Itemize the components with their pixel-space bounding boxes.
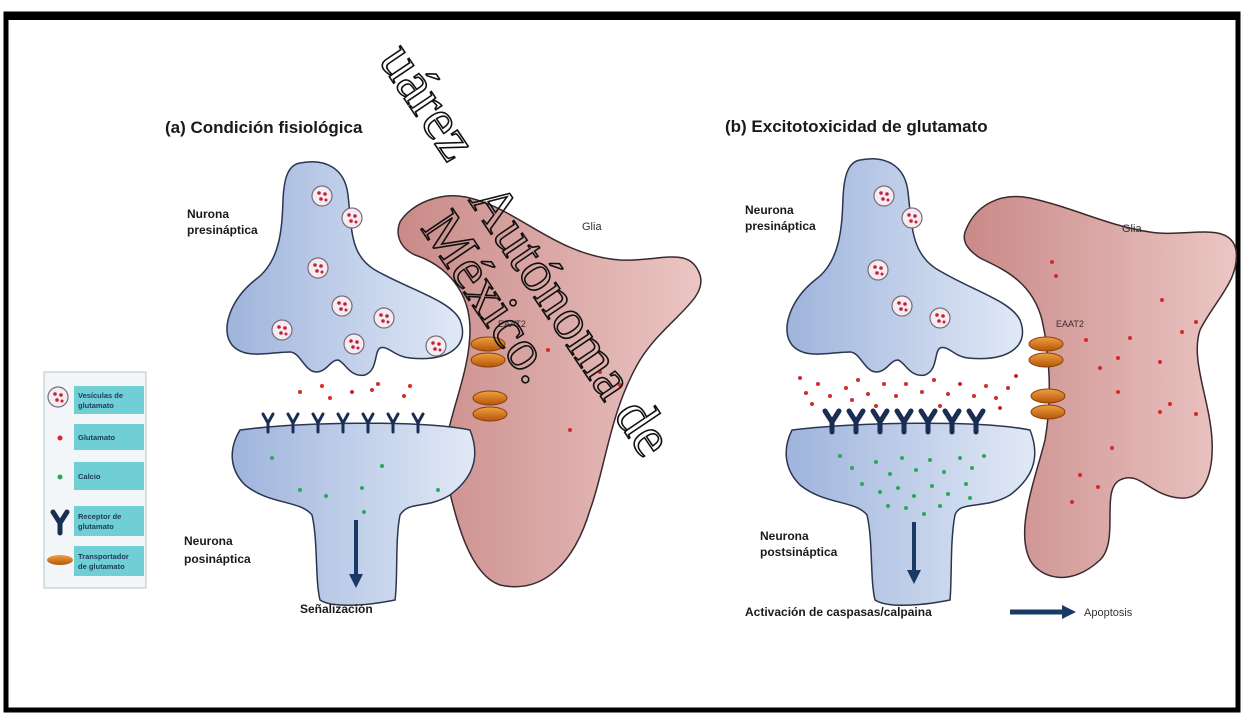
glutamate-dot-icon — [58, 436, 63, 441]
transporter-icon — [47, 555, 73, 565]
legend-label-2: Glutamato — [78, 433, 116, 442]
legend-swatch-5 — [74, 546, 144, 576]
legend-label-1b: glutamato — [78, 401, 114, 410]
transporter-icon — [1029, 337, 1063, 351]
glia-a-label: Glia — [582, 221, 602, 233]
vesicle-icon — [930, 308, 950, 328]
vesicle-icon — [902, 208, 922, 228]
postsynaptic-a-label-1: Neurona — [184, 534, 233, 548]
transporter-icon — [1029, 353, 1063, 367]
glia-b-label: Glia — [1122, 223, 1142, 235]
postsynaptic-b-label-2: postsináptica — [760, 545, 838, 559]
vesicle-icon — [342, 208, 362, 228]
glutamate-b — [798, 374, 1018, 410]
vesicle-icon — [892, 296, 912, 316]
glia-b-cell — [964, 197, 1236, 578]
postsynaptic-b-cell — [786, 423, 1035, 605]
transporter-icon — [1031, 405, 1065, 419]
presynaptic-b-cell — [787, 159, 1023, 376]
panel-b: (b) Excitotoxicidad de glutamato Glia Ne… — [725, 117, 1236, 619]
eaat2-b-label: EAAT2 — [1056, 319, 1084, 329]
vesicle-icon — [426, 336, 446, 356]
vesicle-icon — [868, 260, 888, 280]
legend: Vesículas de glutamato Glutamato Calcio … — [44, 372, 146, 588]
panel-b-title: (b) Excitotoxicidad de glutamato — [725, 117, 988, 136]
vesicle-icon — [374, 308, 394, 328]
presynaptic-a-label-1: Nurona — [187, 207, 229, 221]
vesicle-icon — [308, 258, 328, 278]
presynaptic-a-label-2: presináptica — [187, 223, 258, 237]
presynaptic-b-label-1: Neurona — [745, 203, 794, 217]
calcium-dot-icon — [58, 475, 63, 480]
vesicle-icon — [312, 186, 332, 206]
apoptosis-arrow — [1010, 605, 1076, 619]
legend-label-4a: Receptor de — [78, 512, 121, 521]
transporter-icon — [473, 391, 507, 405]
watermark-line-1: uárez — [367, 31, 491, 171]
legend-swatch-4 — [74, 506, 144, 536]
panel-a-title: (a) Condición fisiológica — [165, 118, 363, 137]
legend-label-3: Calcio — [78, 472, 101, 481]
vesicle-icon — [874, 186, 894, 206]
vesicle-icon — [272, 320, 292, 340]
transporter-icon — [1031, 389, 1065, 403]
legend-label-5a: Transportador — [78, 552, 129, 561]
glutamate-a — [298, 382, 412, 400]
legend-label-5b: de glutamato — [78, 562, 125, 571]
vesicle-icon — [344, 334, 364, 354]
legend-label-4b: glutamato — [78, 522, 114, 531]
signal-a-label: Señalización — [300, 602, 373, 616]
postsynaptic-b-label-1: Neurona — [760, 529, 809, 543]
postsynaptic-a-label-2: posináptica — [184, 552, 251, 566]
legend-label-1a: Vesículas de — [78, 391, 123, 400]
apoptosis-label: Apoptosis — [1084, 607, 1133, 619]
vesicle-icon — [332, 296, 352, 316]
frame-top — [6, 14, 1238, 20]
transporter-icon — [473, 407, 507, 421]
presynaptic-b-label-2: presináptica — [745, 219, 816, 233]
vesicle-icon — [48, 387, 68, 407]
signal-b-label: Activación de caspasas/calpaina — [745, 605, 932, 619]
